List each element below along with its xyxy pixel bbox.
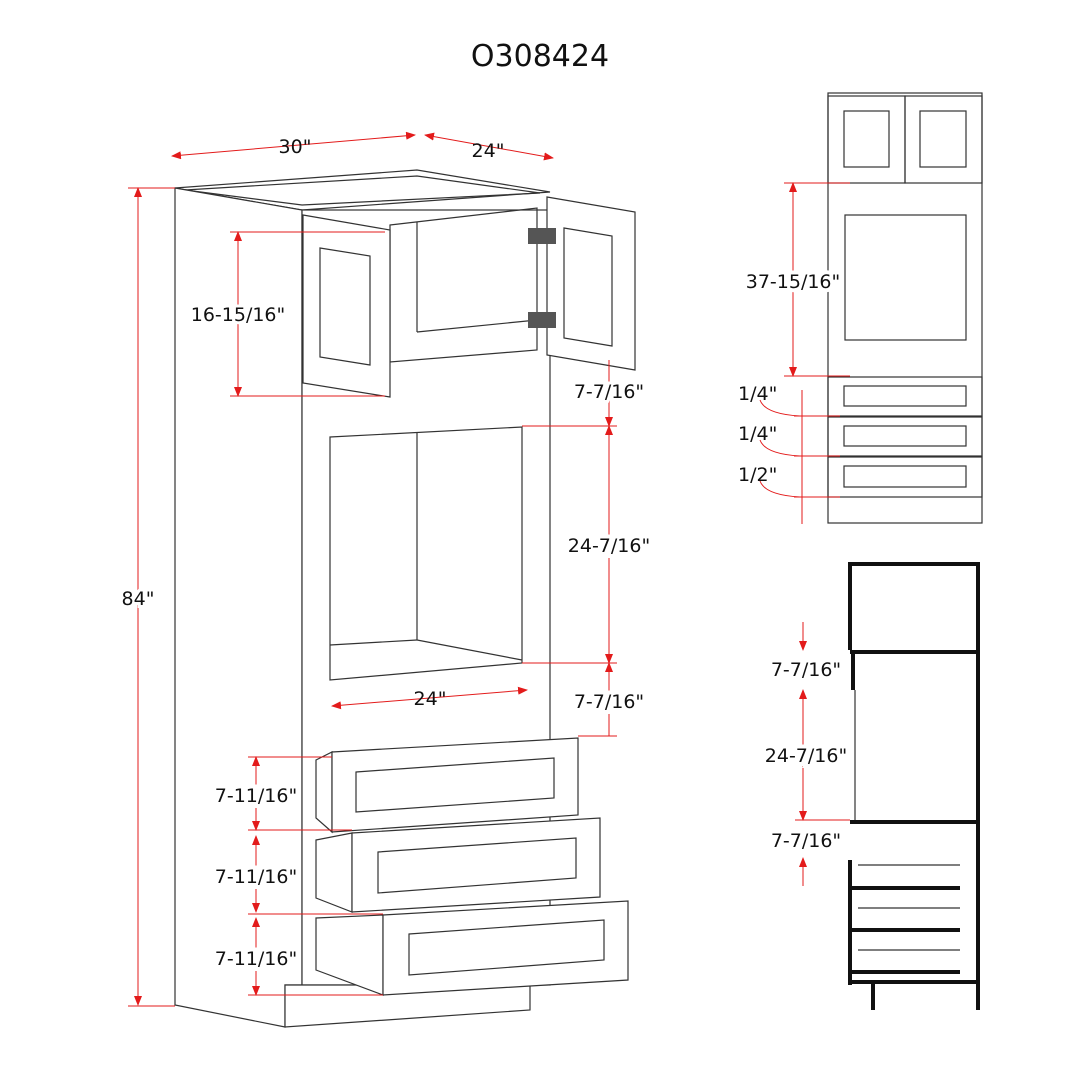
upper-right-door (546, 196, 636, 371)
svg-text:16-15/16": 16-15/16" (191, 304, 286, 326)
cabinet-front-view (174, 169, 636, 1028)
svg-text:7-7/16": 7-7/16" (574, 691, 644, 713)
drawer-2 (351, 817, 601, 913)
svg-text:1/4": 1/4" (738, 423, 777, 445)
svg-text:7-7/16": 7-7/16" (574, 381, 644, 403)
upper-left-door (302, 214, 391, 398)
front-dimensions: 30" 24" 84" 16-15/16" 7-7/16" 24-7/16" 7… (119, 131, 654, 1007)
svg-text:37-15/16": 37-15/16" (746, 271, 841, 293)
svg-text:24-7/16": 24-7/16" (765, 745, 847, 767)
hinge-icon (528, 312, 556, 328)
drawer-1 (331, 737, 579, 833)
svg-text:7-7/16": 7-7/16" (771, 659, 841, 681)
hinge-icon (528, 228, 556, 244)
svg-text:7-7/16": 7-7/16" (771, 830, 841, 852)
drawing-title: O308424 (471, 39, 609, 74)
svg-text:24": 24" (472, 140, 505, 162)
svg-text:84": 84" (122, 588, 155, 610)
svg-text:1/2": 1/2" (738, 464, 777, 486)
drawer-3 (382, 900, 629, 996)
svg-text:24": 24" (414, 688, 447, 710)
elevation-view: 37-15/16" 1/4" 1/4" 1/2" (738, 92, 983, 524)
svg-text:7-11/16": 7-11/16" (215, 785, 297, 807)
svg-text:7-11/16": 7-11/16" (215, 948, 297, 970)
svg-text:30": 30" (279, 136, 312, 158)
svg-text:24-7/16": 24-7/16" (568, 535, 650, 557)
svg-text:1/4": 1/4" (738, 383, 777, 405)
svg-text:7-11/16": 7-11/16" (215, 866, 297, 888)
section-view: 7-7/16" 24-7/16" 7-7/16" (761, 562, 980, 1010)
